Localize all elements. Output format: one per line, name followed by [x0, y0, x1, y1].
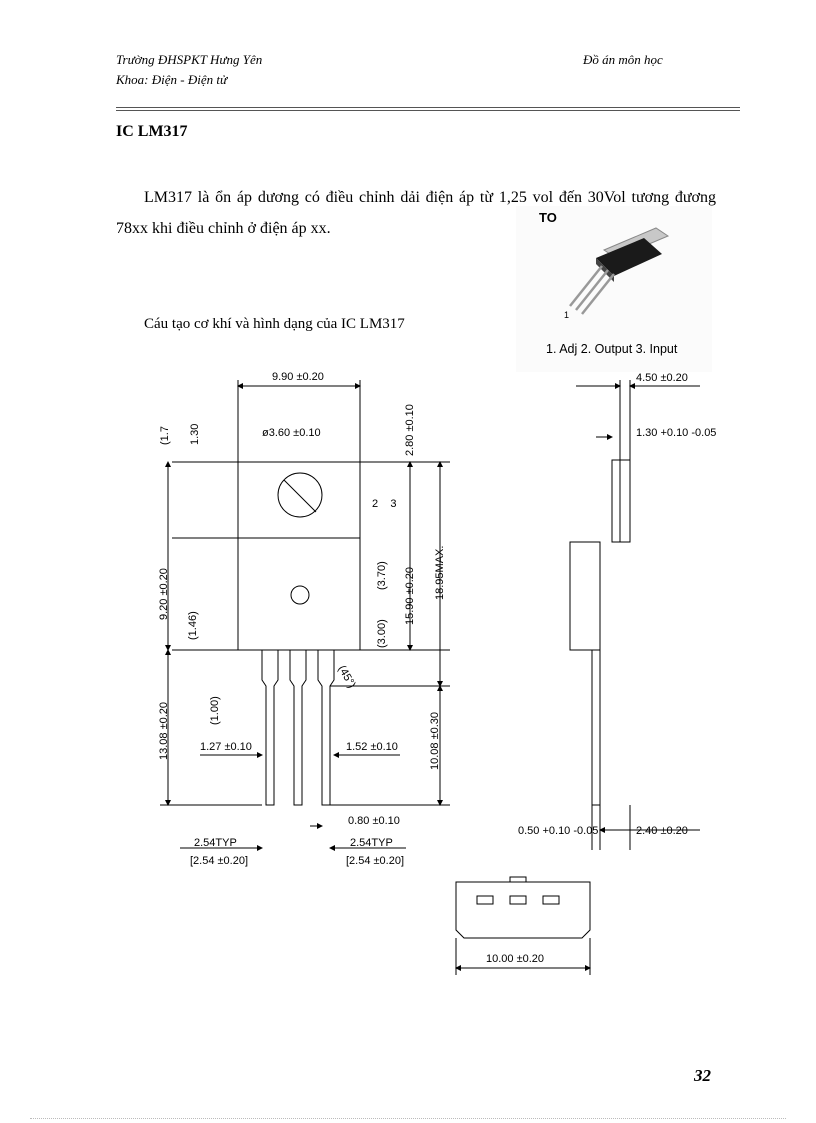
package-pin1: 1 — [564, 310, 569, 320]
to220-photo-image: 1 — [564, 227, 670, 320]
dim-9-20: 9.20 ±0.20 — [158, 568, 170, 620]
body-outline — [237, 537, 361, 651]
dim-1-27: 1.27 ±0.10 — [200, 741, 252, 753]
dim-pitch-a: 2.54TYP — [194, 837, 237, 849]
header-doc-type: Đồ án môn học — [583, 52, 663, 67]
dim-1-46: (1.46) — [187, 611, 199, 640]
dim-bottom-width: 10.00 ±0.20 — [486, 953, 544, 965]
dim-1-52: 1.52 ±0.10 — [346, 741, 398, 753]
dim-pitch-b-tol: [2.54 ±0.20] — [346, 855, 404, 867]
dim-1-00: (1.00) — [209, 696, 221, 725]
dim-1-30: 1.30 — [189, 424, 201, 445]
dim-0-80: 0.80 ±0.10 — [348, 815, 400, 827]
package-photo: TO 1 1. Adj 2. Output 3. Input — [516, 206, 712, 372]
dim-pitch-a-tol: [2.54 ±0.20] — [190, 855, 248, 867]
dim-tab-thickness: 1.30 +0.10 -0.05 — [636, 427, 716, 439]
dim-3-00: (3.00) — [376, 619, 388, 648]
mounting-hole — [277, 472, 323, 518]
dim-13-08: 13.08 ±0.20 — [158, 702, 170, 760]
section-title: IC LM317 — [116, 123, 188, 140]
dim-side-top: 4.50 ±0.20 — [636, 372, 688, 384]
package-pin-caption: 1. Adj 2. Output 3. Input — [546, 342, 678, 356]
dim-18-95: 18.95MAX. — [434, 546, 446, 600]
header-faculty: Khoa: Điện - Điện tử — [116, 72, 228, 87]
page-number: 32 — [694, 1066, 711, 1085]
dim-width-top: 9.90 ±0.20 — [272, 371, 324, 383]
dim-1-7: (1.7 — [159, 426, 171, 445]
dim-0-50: 0.50 +0.10 -0.05 — [518, 825, 598, 837]
dim-10-08: 10.08 ±0.30 — [429, 712, 441, 770]
dim-3-70: (3.70) — [376, 561, 388, 590]
dim-2-80: 2.80 ±0.10 — [404, 404, 416, 456]
dim-15-90: 15.90 ±0.20 — [404, 567, 416, 625]
dim-2-40: 2.40 ±0.20 — [636, 825, 688, 837]
dim-hole: ø3.60 ±0.10 — [262, 427, 321, 439]
header-rule-top — [116, 107, 740, 108]
package-label: TO — [539, 210, 557, 225]
page-bottom-rule — [30, 1118, 786, 1119]
pin-number-labels: 2 3 — [372, 498, 397, 510]
body-paragraph: LM317 là ổn áp dương có điều chỉnh dải đ… — [116, 189, 716, 237]
ejector-mark — [290, 585, 310, 605]
header-rule-bottom — [116, 110, 740, 111]
figure-caption: Cáu tạo cơ khí và hình dạng của IC LM317 — [144, 316, 405, 332]
dim-pitch-b: 2.54TYP — [350, 837, 393, 849]
header-school: Trường ĐHSPKT Hưng Yên — [116, 52, 263, 67]
